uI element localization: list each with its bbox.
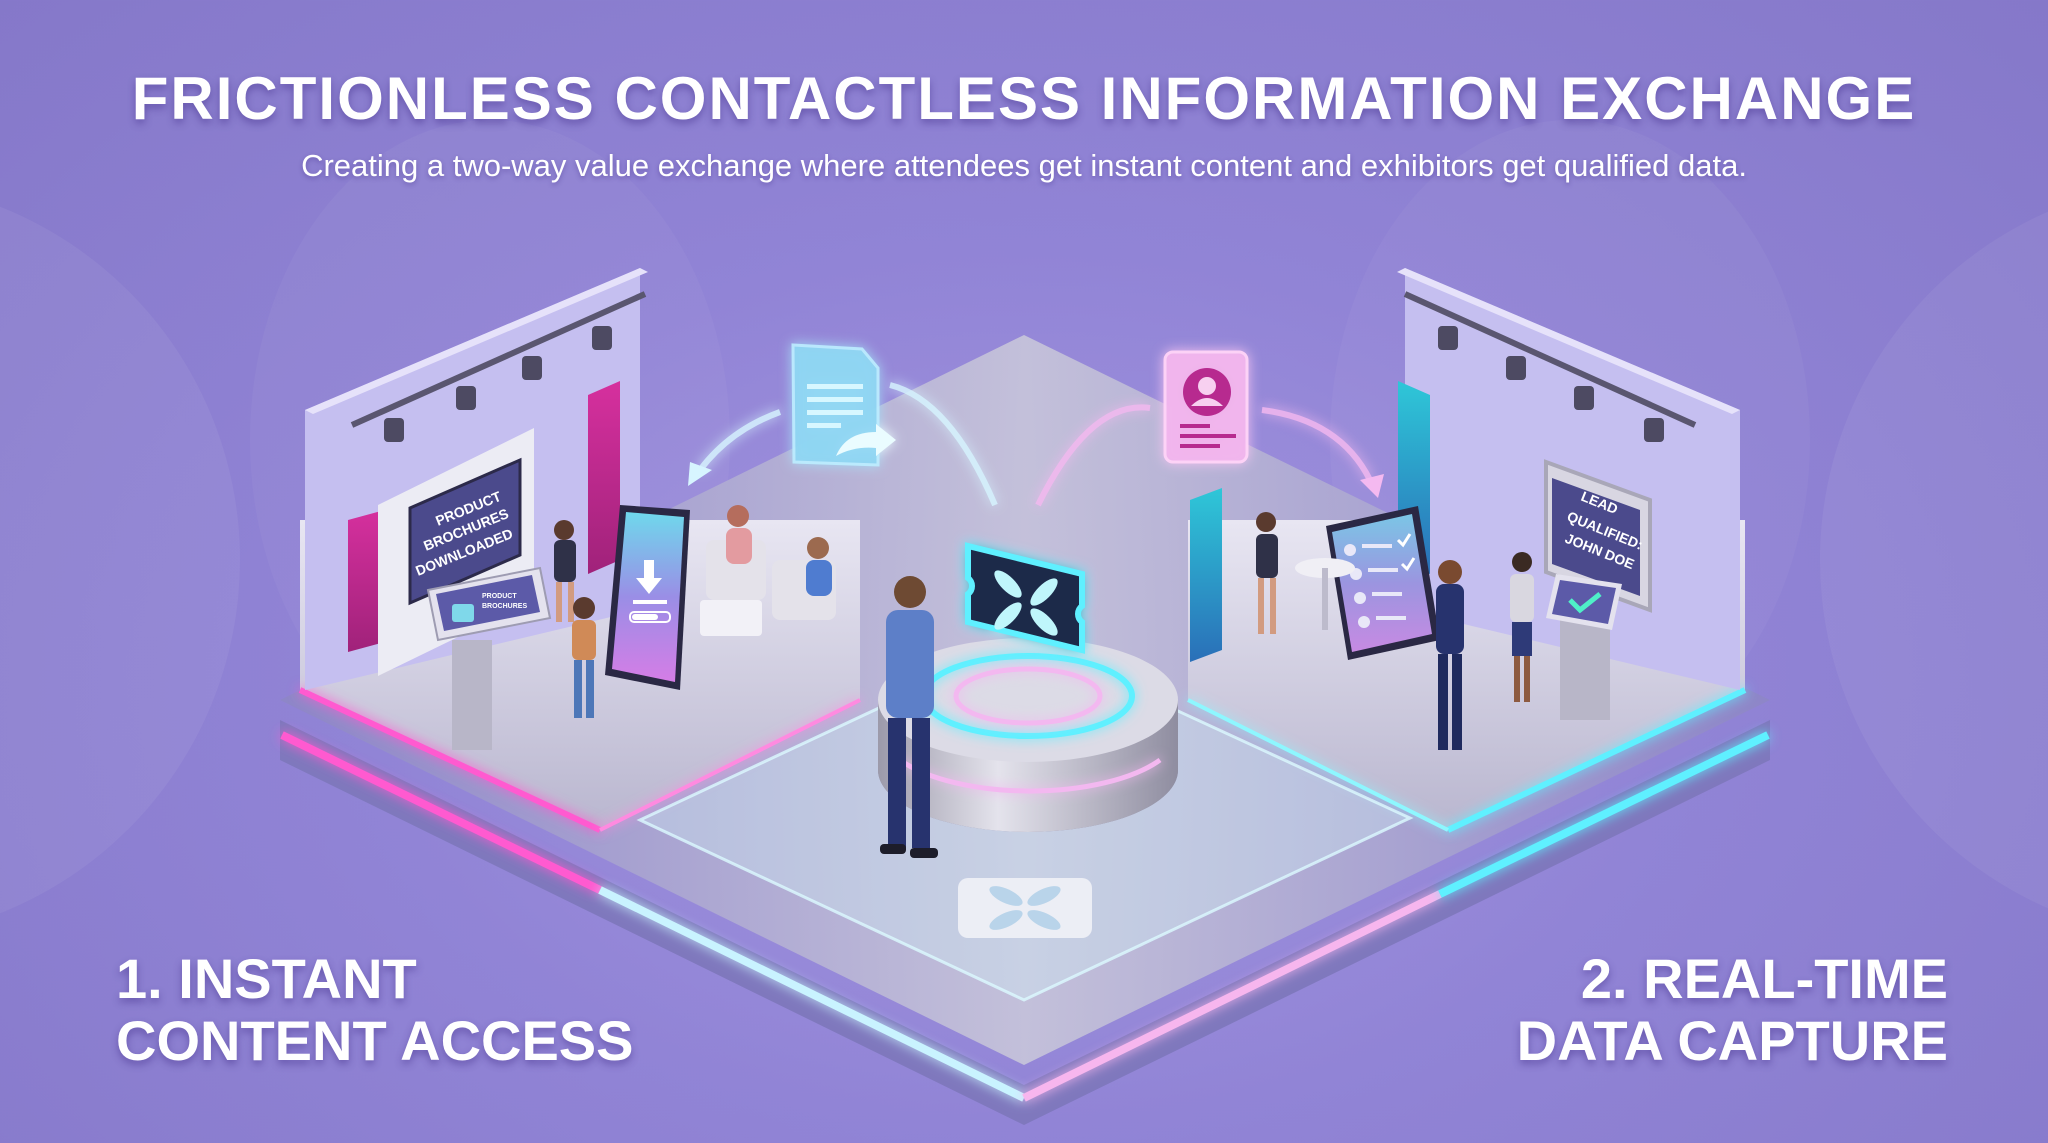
flow-arc-right — [1035, 404, 1151, 507]
left-booth: PRODUCT BROCHURES DOWNLOADED PRODUCT BRO… — [298, 268, 861, 833]
caption-right-line1: 2. REAL-TIME — [1580, 947, 1948, 1010]
right-booth: LEAD QUALIFIED: JOHN DOE — [1187, 268, 1747, 833]
butterfly-logo-icon — [989, 886, 1061, 930]
kiosk-phone-icon — [452, 604, 474, 622]
document-share-icon — [791, 343, 896, 467]
caption-real-time-data-capture: 2. REAL-TIME DATA CAPTURE — [1517, 948, 1948, 1072]
checklist-icon — [1344, 533, 1416, 628]
central-attendee — [880, 576, 938, 858]
central-pedestal — [878, 638, 1178, 832]
contact-card-icon — [1163, 350, 1249, 464]
right-people — [1256, 512, 1534, 750]
svg-text:PRODUCT: PRODUCT — [482, 593, 517, 600]
kiosk-right — [1546, 574, 1622, 720]
flow-arc-left — [889, 382, 998, 507]
light-rail — [350, 291, 647, 428]
page-subtitle: Creating a two-way value exchange where … — [301, 148, 1747, 183]
hologram-logo — [965, 542, 1085, 654]
caption-right-line2: DATA CAPTURE — [1516, 1009, 1948, 1072]
caption-left-line1: 1. INSTANT — [116, 947, 417, 1010]
wall-screen-left: PRODUCT BROCHURES DOWNLOADED — [408, 457, 522, 606]
floor-logo-tile — [958, 878, 1092, 938]
caption-left-line2: CONTENT ACCESS — [116, 1009, 634, 1072]
left-people — [554, 520, 596, 718]
download-progress-bar — [629, 611, 671, 623]
caption-instant-content-access: 1. INSTANT CONTENT ACCESS — [116, 948, 634, 1072]
giant-tablet — [1326, 506, 1440, 660]
download-icon — [633, 560, 667, 604]
giant-phone — [605, 505, 690, 690]
page-title: FRICTIONLESS CONTACTLESS INFORMATION EXC… — [131, 65, 1917, 132]
checkmark-icon — [1568, 592, 1602, 614]
kiosk-left: PRODUCT BROCHURES — [426, 566, 552, 750]
spotlights — [384, 326, 612, 442]
magenta-banner — [588, 381, 620, 574]
lounge-area — [700, 505, 836, 636]
wall-screen-right: LEAD QUALIFIED: JOHN DOE — [1544, 459, 1652, 613]
svg-text:BROCHURES: BROCHURES — [482, 603, 527, 610]
